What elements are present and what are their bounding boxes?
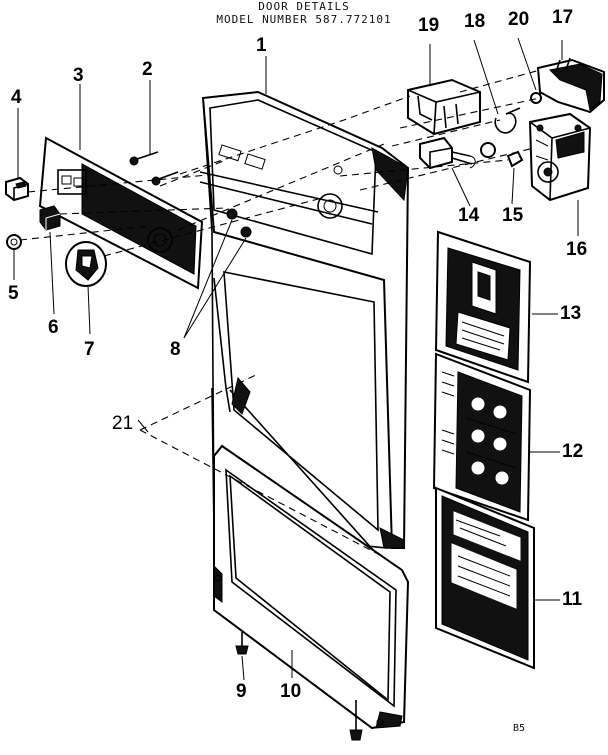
callout-5: 5 <box>8 283 19 304</box>
callout-17: 17 <box>552 7 574 28</box>
decal-11 <box>435 486 535 670</box>
callout-14: 14 <box>458 205 480 226</box>
callout-12: 12 <box>562 441 584 462</box>
callout-2: 2 <box>142 59 153 80</box>
callout-19: 19 <box>418 15 440 36</box>
diagram-title: DOOR DETAILS <box>258 0 350 13</box>
callout-9: 9 <box>236 681 247 702</box>
callout-11: 11 <box>562 589 583 610</box>
outer-door-panel <box>213 444 410 730</box>
page-reference: B5 <box>513 723 526 734</box>
model-number: MODEL NUMBER 587.772101 <box>216 13 392 26</box>
upper-right-parts <box>407 57 605 202</box>
bottom-screws <box>235 632 363 741</box>
callout-10: 10 <box>280 681 302 702</box>
callout-16: 16 <box>566 239 588 260</box>
callout-18: 18 <box>464 11 486 32</box>
callout-13: 13 <box>560 303 582 324</box>
console-panel <box>38 136 204 290</box>
callout-20: 20 <box>508 9 530 30</box>
callout-3: 3 <box>73 65 84 86</box>
callout-15: 15 <box>502 205 524 226</box>
callout-8: 8 <box>170 339 181 360</box>
decal-12 <box>432 352 532 522</box>
callout-21: 21 <box>112 413 134 434</box>
callout-1: 1 <box>256 35 267 56</box>
leader-lines <box>13 37 579 681</box>
callout-4: 4 <box>11 87 22 108</box>
callout-6: 6 <box>48 317 59 338</box>
callout-7: 7 <box>84 339 95 360</box>
decal-13 <box>434 230 532 384</box>
explode-lines <box>19 69 541 556</box>
left-small-parts <box>5 151 179 287</box>
